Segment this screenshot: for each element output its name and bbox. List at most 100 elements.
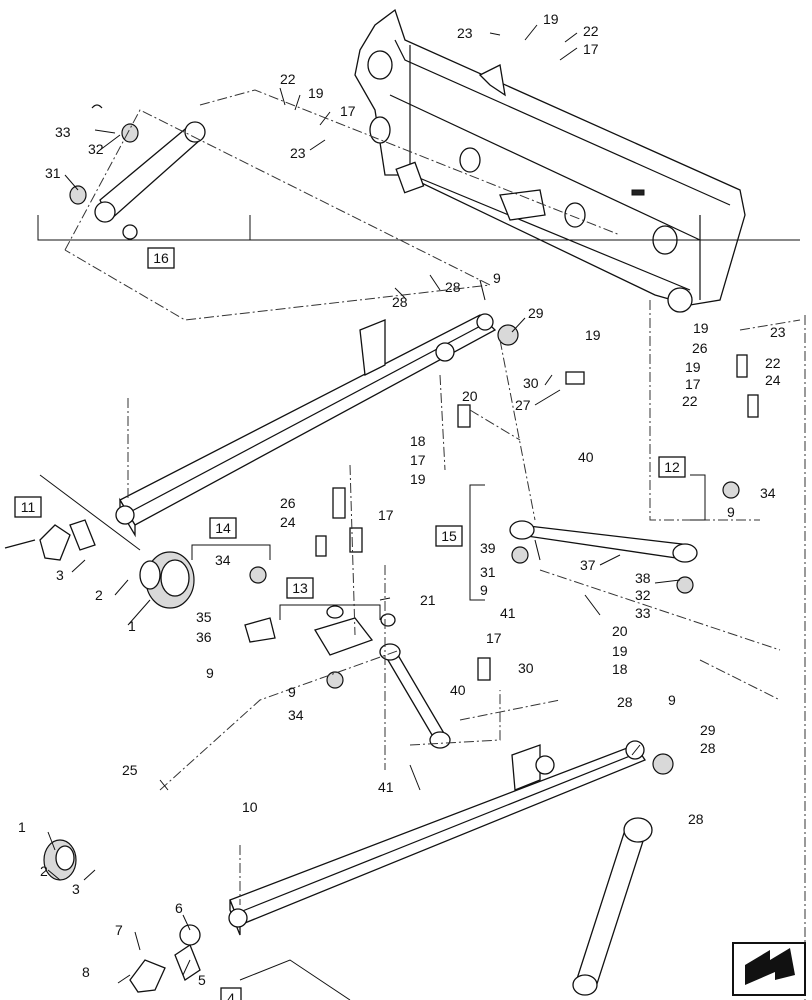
callout-40: 40 — [578, 449, 594, 465]
callout-41: 41 — [500, 605, 516, 621]
callout-leaders — [47, 24, 681, 984]
callout-23: 23 — [457, 25, 473, 41]
callout-34: 34 — [288, 707, 304, 723]
callout-10: 10 — [242, 799, 258, 815]
callout-17: 17 — [410, 452, 426, 468]
callout-34: 34 — [215, 552, 231, 568]
callout-17: 17 — [378, 507, 394, 523]
callout-8: 8 — [82, 964, 90, 980]
bracket-12-line — [690, 474, 706, 521]
callout-34: 34 — [760, 485, 776, 501]
callout-3: 3 — [72, 881, 80, 897]
hub-plate-lower — [43, 839, 77, 881]
callout-22: 22 — [682, 393, 698, 409]
callout-5: 5 — [198, 972, 206, 988]
svg-text:13: 13 — [292, 580, 308, 596]
callout-26: 26 — [692, 340, 708, 356]
callout-1: 1 — [18, 819, 26, 835]
callout-19: 19 — [612, 643, 628, 659]
callout-28: 28 — [445, 279, 461, 295]
bracket-14-line — [191, 544, 271, 560]
linkage-21 — [379, 613, 451, 749]
callout-31: 31 — [480, 564, 496, 580]
callout-41: 41 — [378, 779, 394, 795]
callout-19: 19 — [543, 11, 559, 27]
bracket-14 — [244, 566, 276, 643]
callout-28: 28 — [688, 811, 704, 827]
callout-9: 9 — [727, 504, 735, 520]
clamp-parts-lower — [129, 924, 201, 993]
callout-40: 40 — [450, 682, 466, 698]
svg-text:15: 15 — [441, 528, 457, 544]
box-label-13: 13 — [286, 577, 314, 599]
callout-2: 2 — [40, 863, 48, 879]
callout-22: 22 — [583, 23, 599, 39]
callout-9: 9 — [493, 270, 501, 286]
svg-text:12: 12 — [664, 459, 680, 475]
callout-33: 33 — [635, 605, 651, 621]
next-page-arrow-icon[interactable] — [732, 942, 806, 996]
callout-17: 17 — [685, 376, 701, 392]
callout-22: 22 — [765, 355, 781, 371]
bracket-13-line — [279, 604, 381, 620]
callout-28: 28 — [700, 740, 716, 756]
callout-19: 19 — [410, 471, 426, 487]
callout-27: 27 — [515, 397, 531, 413]
callout-20: 20 — [612, 623, 628, 639]
callout-23: 23 — [770, 324, 786, 340]
callout-32: 32 — [88, 141, 104, 157]
callout-33: 33 — [55, 124, 71, 140]
bracket-13 — [314, 605, 374, 689]
svg-text:4: 4 — [227, 990, 235, 1000]
hydraulic-cylinder — [572, 817, 653, 996]
callout-25: 25 — [122, 762, 138, 778]
callout-9: 9 — [206, 665, 214, 681]
callout-26: 26 — [280, 495, 296, 511]
callout-37: 37 — [580, 557, 596, 573]
callout-19: 19 — [693, 320, 709, 336]
callout-31: 31 — [45, 165, 61, 181]
callout-28: 28 — [617, 694, 633, 710]
callout-18: 18 — [612, 661, 628, 677]
callout-9: 9 — [288, 684, 296, 700]
box-label-4: 4 — [220, 987, 242, 1000]
callout-7: 7 — [115, 922, 123, 938]
callout-38: 38 — [635, 570, 651, 586]
callout-numbers: 23 19 22 17 33 32 31 22 19 17 23 28 28 9… — [18, 11, 786, 988]
callout-20: 20 — [462, 388, 478, 404]
callout-2: 2 — [95, 587, 103, 603]
pins-center — [315, 324, 759, 775]
callout-24: 24 — [280, 514, 296, 530]
callout-30: 30 — [523, 375, 539, 391]
callout-18: 18 — [410, 433, 426, 449]
link-arm-16 — [69, 104, 206, 240]
main-frame — [354, 8, 746, 313]
callout-36: 36 — [196, 629, 212, 645]
callout-19: 19 — [308, 85, 324, 101]
clamp-parts-upper — [4, 519, 96, 561]
callout-1: 1 — [128, 618, 136, 634]
lower-draft-arm — [228, 740, 646, 936]
callout-9: 9 — [668, 692, 676, 708]
top-link — [509, 520, 698, 594]
callout-35: 35 — [196, 609, 212, 625]
callout-19: 19 — [685, 359, 701, 375]
callout-17: 17 — [340, 103, 356, 119]
box-label-15: 15 — [435, 525, 463, 547]
callout-23: 23 — [290, 145, 306, 161]
hub-plate-upper — [139, 551, 195, 609]
callout-30: 30 — [518, 660, 534, 676]
callout-29: 29 — [528, 305, 544, 321]
bracket-4-line — [239, 959, 351, 1000]
callout-24: 24 — [765, 372, 781, 388]
box-label-12: 12 — [658, 456, 686, 478]
callout-28: 28 — [392, 294, 408, 310]
svg-text:16: 16 — [153, 250, 169, 266]
box-label-14: 14 — [209, 517, 237, 539]
box-label-16: 16 — [147, 247, 175, 269]
callout-17: 17 — [583, 41, 599, 57]
callout-17: 17 — [486, 630, 502, 646]
callout-21: 21 — [420, 592, 436, 608]
svg-text:14: 14 — [215, 520, 231, 536]
